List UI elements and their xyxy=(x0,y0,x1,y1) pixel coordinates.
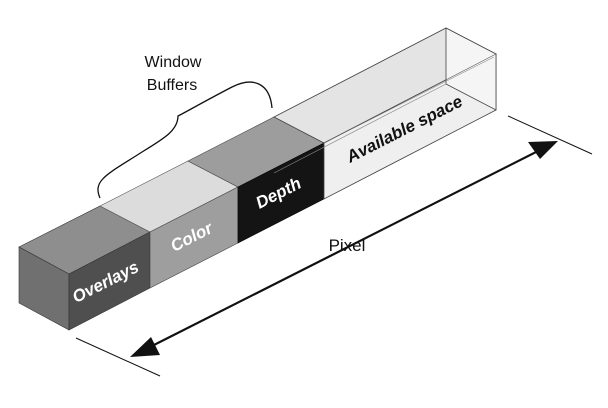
window-buffers-label-line1: Window xyxy=(145,54,202,71)
arrow-head-left xyxy=(130,337,160,357)
available-hidden-edge-1 xyxy=(273,83,447,174)
available-end-face xyxy=(445,27,497,111)
window-buffers-brace xyxy=(97,81,273,199)
pixel-label: Pixel xyxy=(329,236,366,255)
overlays-block xyxy=(18,205,151,331)
window-buffers-label-line2: Buffers xyxy=(147,77,197,94)
available-space-block xyxy=(273,27,497,200)
depth-block xyxy=(187,116,325,244)
extension-line-left xyxy=(75,337,161,377)
pixel-dimension-arrow xyxy=(75,115,593,377)
extension-line-right xyxy=(507,115,593,155)
arrow-head-right xyxy=(528,141,558,159)
arrow-shaft xyxy=(145,147,545,350)
available-hidden-edge-2 xyxy=(323,53,497,144)
available-inner-edge xyxy=(329,56,495,141)
